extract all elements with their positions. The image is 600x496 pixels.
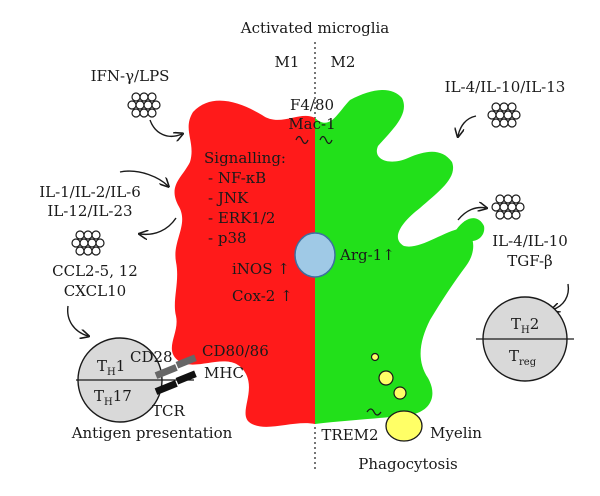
phagocytosis-label: Phagocytosis: [358, 455, 457, 473]
m2-microglia-body: [315, 89, 474, 424]
marker-mac1: Mac-1: [288, 115, 335, 133]
svg-text:TH2: TH2: [511, 315, 539, 336]
m2-stimulus-label: IL-4/IL-10/IL-13: [445, 78, 566, 96]
m1-label: M1: [275, 53, 300, 71]
m1-chemokines-line1: CCL2-5, 12: [52, 262, 138, 280]
m2-output-line1: IL-4/IL-10: [492, 232, 568, 250]
signalling-item-nfkb: - NF-κB: [208, 169, 266, 187]
th17-t: T: [94, 387, 104, 405]
m1-enzyme-inos: iNOS ↑: [232, 260, 290, 278]
m1-cytokines-line1: IL-1/IL-2/IL-6: [39, 183, 141, 201]
marker-f480: F4/80: [290, 96, 334, 114]
t-cell-m1: TH1 TH17: [76, 337, 194, 423]
th1-sub: H: [107, 367, 116, 378]
phagocytic-vesicles: [370, 352, 407, 400]
cd80-86-label: CD80/86: [202, 342, 269, 360]
trem2-receptor: [366, 408, 382, 416]
m1-stimulus-molecules: [127, 92, 161, 118]
marker-receptors: [295, 135, 333, 145]
m2-output-arrow-out: [457, 208, 486, 221]
myelin-label: Myelin: [430, 424, 482, 442]
th17-sub: H: [104, 397, 113, 408]
mhc-label: MHC: [204, 364, 244, 382]
m1-cytokine-arrow-in: [119, 170, 168, 186]
diagram-title: Activated microglia: [240, 19, 390, 37]
trem2-label: TREM2: [321, 426, 378, 444]
m2-label: M2: [331, 53, 356, 71]
th2-t: T: [511, 315, 521, 333]
m2-output-line2: TGF-β: [507, 252, 552, 270]
th2-sub: H: [521, 325, 530, 336]
m1-stimulus-arrow: [149, 119, 182, 136]
th1-num: 1: [116, 357, 126, 375]
th1-t: T: [97, 357, 107, 375]
nucleus: [294, 232, 336, 278]
m2-stimulus-molecules: [487, 102, 521, 128]
m2-output-arrow-to-t: [552, 283, 570, 310]
signalling-item-jnk: - JNK: [208, 189, 249, 207]
cd28-label: CD28: [130, 348, 173, 366]
treg-t: T: [509, 347, 519, 365]
m2-process-tip: [456, 218, 485, 242]
antigen-presentation-label: Antigen presentation: [71, 424, 233, 442]
signalling-heading: Signalling:: [204, 149, 286, 167]
m1-microglia-body: [171, 100, 315, 427]
th2-num: 2: [530, 315, 540, 333]
m1-stimulus-label: IFN-γ/LPS: [91, 67, 170, 85]
th17-num: 17: [113, 387, 132, 405]
signalling-item-erk: - ERK1/2: [208, 209, 275, 227]
svg-text:TH17: TH17: [94, 387, 132, 408]
chemokine-arrow: [67, 305, 88, 336]
myelin-debris: [385, 410, 423, 442]
m1-cytokine-molecules: [71, 230, 105, 256]
m2-output-molecules: [491, 194, 525, 220]
m2-stimulus-arrow: [458, 115, 477, 136]
svg-text:TH1: TH1: [97, 357, 125, 378]
t-cell-m2: TH2 Treg: [476, 296, 574, 382]
m1-chemokines-line2: CXCL10: [64, 282, 126, 300]
treg-sub: reg: [519, 357, 537, 368]
tcr-label: TCR: [152, 402, 185, 420]
signalling-item-p38: - p38: [208, 229, 247, 247]
m1-enzyme-cox2: Cox-2 ↑: [232, 287, 293, 305]
m1-cytokines-line2: IL-12/IL-23: [47, 202, 132, 220]
receptor-pairs: [154, 354, 197, 395]
m1-cytokine-arrow-out: [140, 217, 177, 234]
svg-text:Treg: Treg: [509, 347, 537, 368]
m2-enzyme-arg1: Arg-1↑: [339, 246, 395, 264]
